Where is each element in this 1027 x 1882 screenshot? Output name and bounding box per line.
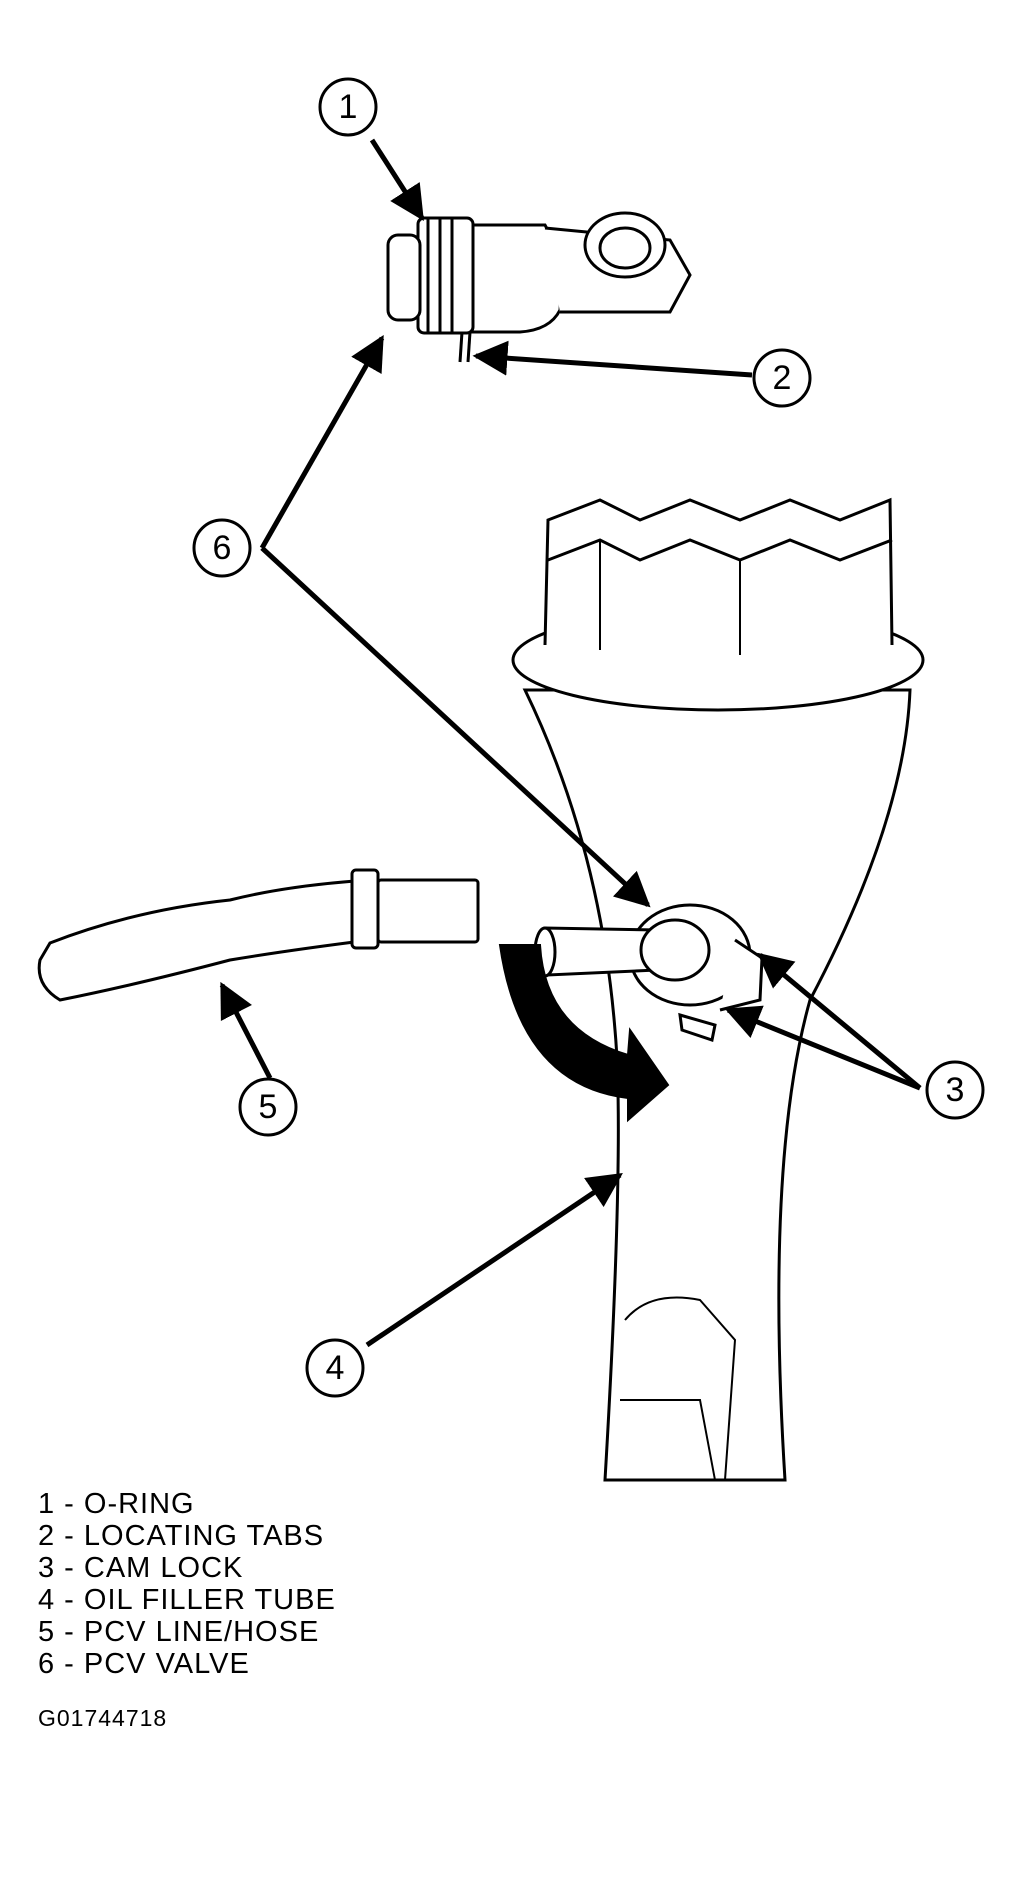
svg-text:5: 5	[259, 1088, 278, 1126]
pcv-valve-illustration	[386, 211, 692, 363]
cam-lock-illustration	[533, 903, 764, 1042]
callout-5: 5	[238, 1077, 298, 1137]
legend-item: 5 - PCV LINE/HOSE	[38, 1616, 320, 1648]
svg-text:3: 3	[946, 1071, 965, 1109]
callout-6: 6	[192, 518, 252, 578]
callout-3: 3	[925, 1060, 985, 1120]
figure-id: G01744718	[38, 1705, 168, 1731]
pcv-hose-illustration	[37, 868, 480, 1002]
svg-text:1: 1	[339, 88, 358, 126]
callout-1: 1	[318, 77, 378, 137]
legend-item: 3 - CAM LOCK	[38, 1552, 244, 1584]
svg-text:4: 4	[326, 1349, 345, 1387]
legend-item: 1 - O-RING	[38, 1488, 195, 1520]
legend-item: 2 - LOCATING TABS	[38, 1520, 325, 1552]
leader-lines	[219, 138, 922, 1348]
callout-4: 4	[305, 1338, 365, 1398]
legend: 1 - O-RING 2 - LOCATING TABS 3 - CAM LOC…	[38, 1488, 336, 1680]
legend-item: 6 - PCV VALVE	[38, 1648, 250, 1680]
legend-item: 4 - OIL FILLER TUBE	[38, 1584, 336, 1616]
svg-text:6: 6	[213, 529, 232, 567]
rotation-arrow	[498, 944, 670, 1123]
svg-text:2: 2	[773, 359, 792, 397]
callout-2: 2	[752, 348, 812, 408]
pcv-diagram: 1 2 3 4 5 6	[37, 77, 985, 1482]
